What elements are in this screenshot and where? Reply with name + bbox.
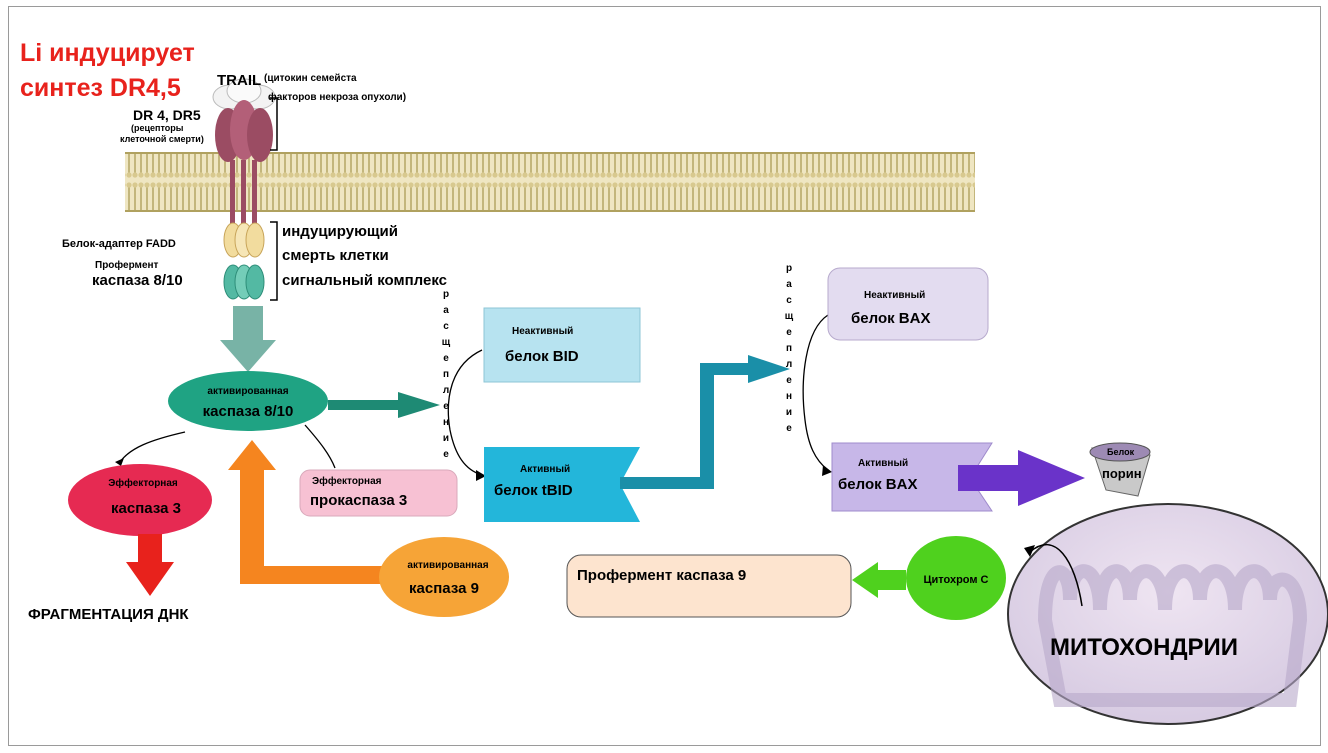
- cytochrome-node: [906, 536, 1006, 620]
- complex-line3: сигнальный комплекс: [282, 272, 447, 289]
- inactive-bax-node: [827, 267, 989, 341]
- eff-casp3-node: [68, 464, 212, 536]
- cleavage-letter: п: [786, 343, 792, 354]
- complex-line1: индуцирующий: [282, 223, 398, 240]
- cleavage-letter: и: [443, 433, 449, 444]
- eff-procasp3-line1: Эффекторная: [312, 475, 382, 487]
- inactive-bid-node: [483, 307, 641, 383]
- dr-label: DR 4, DR5: [133, 107, 201, 123]
- mito-label: МИТОХОНДРИИ: [1050, 634, 1238, 661]
- curve-arrow-icon: [119, 431, 186, 463]
- inactive-bax-line1: Неактивный: [864, 290, 925, 301]
- active-bax-node: [831, 442, 993, 512]
- figure-frame: [8, 6, 1321, 746]
- mitochondrion: [1007, 503, 1328, 725]
- cleavage-letter: щ: [785, 311, 794, 322]
- cleavage-letter: н: [786, 391, 792, 402]
- fadd-label: Белок-адаптер FADD: [62, 238, 176, 250]
- inactive-bax-line2: белок BAX: [851, 310, 930, 327]
- active-tbid-line1: Активный: [520, 464, 570, 475]
- active-bax-line2: белок BAX: [838, 476, 917, 493]
- porin-protein: [1089, 442, 1151, 497]
- act-casp810-line2: каспаза 8/10: [203, 403, 294, 420]
- cleavage-letter: е: [786, 423, 792, 434]
- cleavage-letter: а: [786, 279, 792, 290]
- cleavage-letter: е: [443, 401, 449, 412]
- active-tbid-node: [484, 447, 640, 522]
- cleavage-letter: а: [443, 305, 449, 316]
- cleavage-letter: и: [786, 407, 792, 418]
- cleavage-letter: щ: [442, 337, 451, 348]
- cleavage-letter: п: [443, 369, 449, 380]
- blue-arrow-icon: [620, 355, 790, 489]
- dna-label: ФРАГМЕНТАЦИЯ ДНК: [28, 606, 189, 623]
- cleavage-letter: с: [443, 321, 449, 332]
- eff-casp3-line2: каспаза 3: [111, 500, 181, 517]
- proferment-label: Профермент: [95, 259, 159, 271]
- cleavage-letter: л: [443, 385, 449, 396]
- trail-note2: факторов некроза опухоли): [268, 91, 406, 103]
- cleavage-letter: р: [786, 263, 792, 274]
- orange-arrow-icon: [228, 440, 392, 584]
- dr-note1: (рецепторы: [131, 123, 184, 133]
- act-casp9-line1: активированная: [407, 560, 488, 571]
- porin-line1: Белок: [1107, 447, 1135, 457]
- down-arrow-icon: [220, 306, 276, 372]
- cleavage-letter: н: [443, 417, 449, 428]
- cytochrome-label: Цитохром С: [923, 574, 988, 586]
- caspase810-label: каспаза 8/10: [92, 272, 183, 289]
- act-casp9-node: [379, 537, 509, 617]
- act-casp9-line2: каспаза 9: [409, 580, 479, 597]
- act-casp810-line1: активированная: [207, 386, 288, 397]
- cell-membrane: [125, 152, 975, 212]
- proferment-casp9-label: Профермент каспаза 9: [577, 567, 746, 584]
- green-arrow-icon: [852, 562, 906, 598]
- act-casp810-node: [168, 371, 328, 431]
- cleavage-letter: е: [786, 327, 792, 338]
- inactive-bid-line1: Неактивный: [512, 326, 573, 337]
- cleavage-letter: е: [786, 375, 792, 386]
- death-receptor-complex: [212, 78, 278, 301]
- right-arrow-icon: [328, 392, 440, 418]
- dr-note2: клеточной смерти): [120, 134, 204, 144]
- cleavage-letter: с: [786, 295, 792, 306]
- inactive-bid-line2: белок BID: [505, 348, 579, 365]
- purple-arrow-icon: [958, 450, 1085, 506]
- title-line1: Li индуцирует: [20, 39, 195, 67]
- trail-label: TRAIL: [217, 72, 261, 89]
- proferment-casp9-node: [566, 554, 852, 618]
- cleavage-letter: л: [786, 359, 792, 370]
- complex-line2: смерть клетки: [282, 247, 389, 264]
- cleavage-letter: е: [443, 353, 449, 364]
- active-tbid-line2: белок tBID: [494, 482, 573, 499]
- active-bax-line1: Активный: [858, 458, 908, 469]
- red-down-arrow-icon: [126, 534, 174, 596]
- eff-procasp3-line2: прокаспаза 3: [310, 492, 407, 509]
- trail-note1: (цитокин семейста: [264, 73, 357, 84]
- title-line2: синтез DR4,5: [20, 74, 181, 102]
- cleavage-letter: р: [443, 289, 449, 300]
- porin-line2: порин: [1102, 466, 1142, 481]
- cleavage-letter: е: [443, 449, 449, 460]
- eff-casp3-line1: Эффекторная: [108, 477, 178, 489]
- eff-procasp3-node: [299, 469, 458, 517]
